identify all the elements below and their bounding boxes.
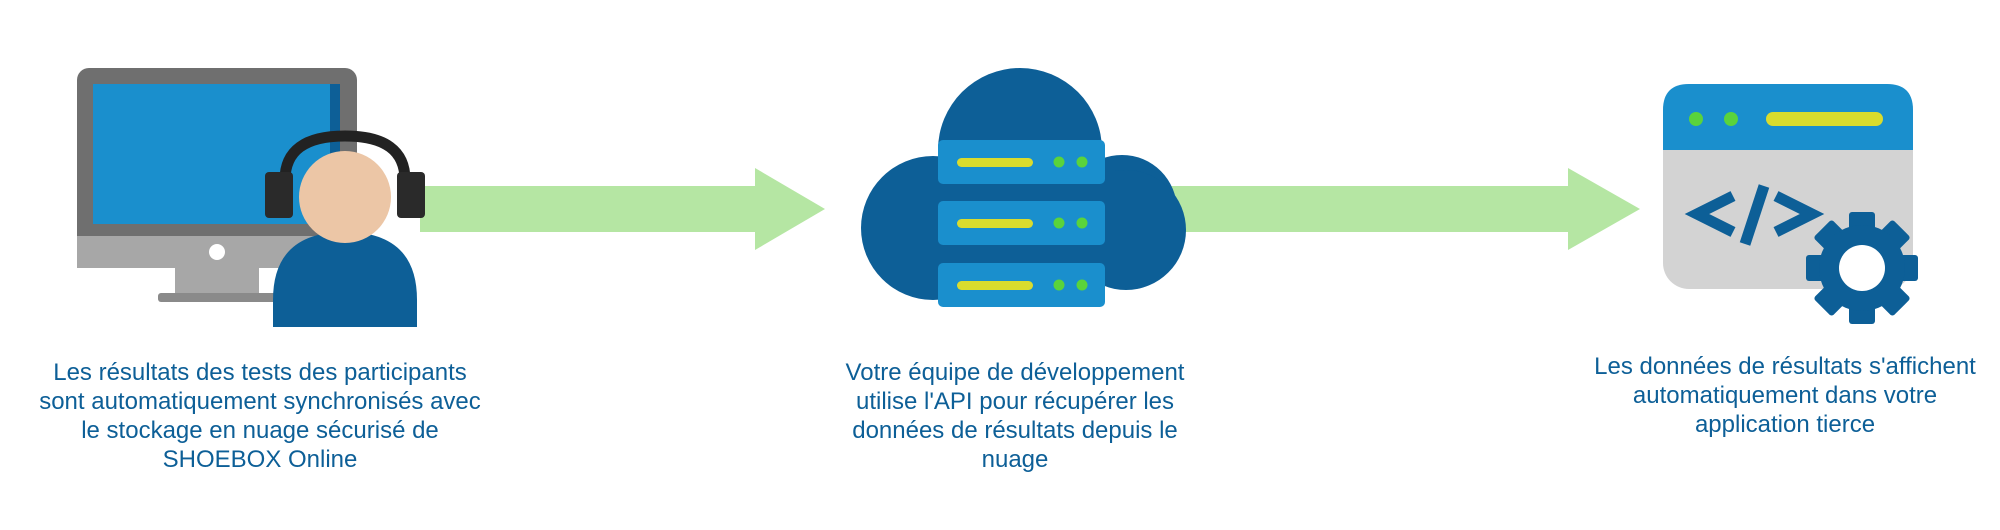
caption-line: le stockage en nuage sécurisé de	[81, 417, 439, 444]
step-1-caption: Les résultats des tests des participants…	[10, 358, 510, 474]
caption-line: Les résultats des tests des participants	[53, 359, 467, 386]
caption-line: données de résultats depuis le	[852, 417, 1178, 444]
caption-line: Les données de résultats s'affichent	[1594, 353, 1976, 380]
caption-line: nuage	[981, 446, 1049, 473]
server-unit	[938, 140, 1105, 184]
caption-line: Votre équipe de développement	[845, 359, 1185, 386]
gear-icon	[1806, 212, 1918, 324]
server-unit	[938, 201, 1105, 245]
caption-line: application tierce	[1694, 411, 1876, 438]
monitor-user-headset-icon	[77, 68, 425, 327]
code-symbol-icon	[1684, 184, 1825, 246]
caption-line: sont automatiquement synchronisés avec	[39, 388, 481, 415]
step-3-caption: Les données de résultats s'affichent aut…	[1565, 352, 2000, 439]
arrow-step1-to-step2	[420, 168, 825, 250]
caption-line: utilise l'API pour récupérer les	[855, 388, 1175, 415]
caption-line: automatiquement dans votre	[1632, 382, 1938, 409]
code-window-gear-icon	[1663, 84, 1918, 324]
server-unit	[938, 263, 1105, 307]
caption-line: SHOEBOX Online	[162, 446, 358, 473]
cloud-server-icon	[861, 68, 1186, 307]
step-2-caption: Votre équipe de développement utilise l'…	[815, 358, 1215, 474]
arrow-step2-to-step3	[1165, 168, 1640, 250]
user-headset-icon	[265, 130, 425, 327]
